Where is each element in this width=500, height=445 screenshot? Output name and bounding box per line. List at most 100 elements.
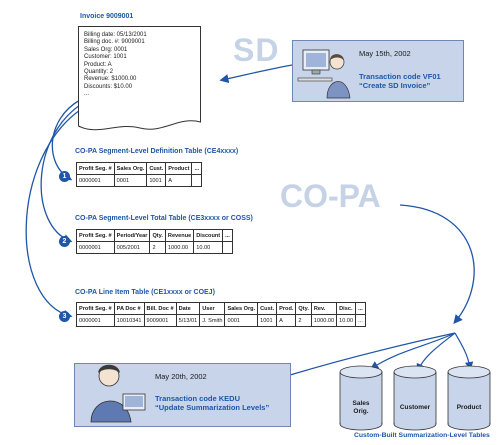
table-cell: 0000001: [76, 174, 115, 187]
table3-title: CO-PA Line Item Table (CE1xxxx or COEJ): [75, 289, 215, 296]
table-row: 0000001 0001 1001 A: [76, 174, 203, 187]
table-row: 0000001 10010341 9009001 5/13/01 J. Smit…: [76, 314, 366, 327]
invoice-line: Discounts: $10.00: [84, 83, 133, 90]
table-header-cell: Qty.: [295, 302, 312, 315]
table-cell: 0001: [224, 314, 259, 327]
table-cell: 1000.00: [164, 241, 195, 254]
customer-cylinder: [393, 365, 437, 431]
table-header-cell: Cust.: [146, 162, 167, 175]
invoice-title: Invoice 9009001: [80, 13, 134, 20]
table-header-cell: Bill. Doc #: [143, 302, 177, 315]
table-cell: 10.00: [336, 314, 357, 327]
kedu-callout-date: May 20th, 2002: [155, 372, 207, 381]
table-header-cell: ...: [191, 162, 203, 175]
table-cell: [222, 241, 233, 254]
table-cell: 1001: [146, 174, 167, 187]
table2-title: CO-PA Segment-Level Total Table (CE3xxxx…: [75, 215, 253, 222]
table-header-cell: Rev.: [310, 302, 338, 315]
invoice-line: Billing doc. #: 9009001: [84, 39, 145, 46]
sd-to-invoice-arrow: [219, 64, 293, 84]
table-header-cell: Profit Seg. #: [76, 162, 115, 175]
table-header-cell: Prod.: [276, 302, 297, 315]
fan-to-sales-arrow: [369, 332, 456, 370]
sd-callout-date: May 15th, 2002: [359, 49, 411, 58]
table-cell: 0000001: [76, 241, 115, 254]
table-cell: J. Smith: [199, 314, 226, 327]
sd-transaction-code: Transaction code VF01: [359, 72, 441, 81]
invoice-line: Customer: 1001: [84, 54, 127, 61]
table-header-cell: Discount: [193, 229, 224, 242]
table-header-cell: Period/Year: [113, 229, 151, 242]
kedu-transaction-name: “Update Summarization Levels”: [155, 403, 270, 412]
table-header-cell: Date: [175, 302, 201, 315]
invoice-line: Quantity: 2: [84, 69, 114, 76]
table3-number-badge: 3: [59, 311, 70, 322]
kedu-transaction-code: Transaction code KEDU: [155, 394, 241, 403]
cylinder-label-line: Customer: [399, 404, 431, 411]
table-header-cell: Revenue: [164, 229, 195, 242]
table-cell: 0001: [113, 174, 148, 187]
table-header-cell: Product: [165, 162, 193, 175]
invoice-line: Product: A: [84, 61, 112, 68]
invoice-to-table3-arrow: [25, 109, 81, 319]
invoice-to-table2-arrow: [40, 104, 81, 243]
product-cylinder-label: Product: [448, 404, 490, 412]
table-cell: 0000001: [76, 314, 115, 327]
sd-transaction-name: “Create SD Invoice”: [359, 81, 431, 90]
fan-to-bottom-callout-line: [289, 332, 456, 376]
product-cylinder: [447, 365, 491, 431]
sd-label: SD: [233, 32, 280, 68]
table-cell: 005/2001: [113, 241, 151, 254]
invoice-paper-shape: [78, 26, 201, 131]
invoice-lines: Billing date: 05/13/2001 Billing doc. #:…: [84, 32, 147, 99]
copa-label: CO-PA: [280, 178, 381, 214]
table1-title: CO-PA Segment-Level Definition Table (CE…: [75, 148, 239, 155]
summarization-caption: Custom-Built Summarization-Level Tables: [354, 432, 490, 439]
table-header-cell: Qty.: [149, 229, 166, 242]
table-header-cell: Profit Seg. #: [76, 229, 115, 242]
invoice-document: Billing date: 05/13/2001 Billing doc. #:…: [78, 26, 201, 132]
table-cell: 5/13/01: [175, 314, 201, 327]
table-cell: A: [276, 314, 297, 327]
table-header-cell: Disc.: [336, 302, 357, 315]
cylinder-label-line: Orig.: [353, 408, 369, 415]
table-cell: [191, 174, 203, 187]
invoice-line: Billing date: 05/13/2001: [84, 32, 147, 38]
segment-definition-table: Profit Seg. # Sales Org. Cust. Product .…: [76, 162, 203, 187]
customer-cylinder-label: Customer: [394, 404, 436, 412]
sd-transaction-callout: May 15th, 2002 Transaction code VF01 “Cr…: [292, 40, 464, 102]
kedu-transaction-callout: May 20th, 2002 Transaction code KEDU “Up…: [74, 363, 291, 427]
sales-org-cylinder: [339, 365, 383, 431]
invoice-line: Revenue: $1000.00: [84, 76, 137, 83]
table1-number-badge: 1: [59, 171, 70, 182]
copa-flow-arrow: [399, 204, 475, 324]
table-cell: 1001: [257, 314, 278, 327]
table-header-row: Profit Seg. # Sales Org. Cust. Product .…: [76, 162, 203, 175]
table-cell: 9009001: [143, 314, 177, 327]
table-cell: ...: [355, 314, 366, 327]
table-header-cell: Cust.: [257, 302, 278, 315]
table-header-cell: Sales Org.: [224, 302, 259, 315]
table-header-cell: PA Doc #: [113, 302, 145, 315]
table-header-cell: Sales Org.: [113, 162, 148, 175]
table-cell: A: [165, 174, 193, 187]
user-at-computer-icon: [297, 49, 351, 99]
table-header-cell: ...: [222, 229, 233, 242]
table-cell: 2: [149, 241, 166, 254]
table-row: 0000001 005/2001 2 1000.00 10.00: [76, 241, 233, 254]
table-header-row: Profit Seg. # Period/Year Qty. Revenue D…: [76, 229, 233, 242]
table-cell: 10.00: [193, 241, 224, 254]
table-header-cell: Profit Seg. #: [76, 302, 115, 315]
table-cell: 2: [295, 314, 312, 327]
invoice-line: ...: [84, 91, 90, 98]
fan-to-product-arrow: [454, 332, 474, 371]
cylinder-label-line: Sales: [352, 400, 370, 407]
line-item-table: Profit Seg. # PA Doc # Bill. Doc # Date …: [76, 302, 366, 327]
invoice-line: Sales Org: 0001: [84, 46, 128, 53]
table-header-cell: ...: [355, 302, 366, 315]
segment-total-table: Profit Seg. # Period/Year Qty. Revenue D…: [76, 229, 233, 254]
cylinder-label-line: Product: [456, 404, 482, 411]
table-header-cell: User: [199, 302, 226, 315]
table-header-row: Profit Seg. # PA Doc # Bill. Doc # Date …: [76, 302, 366, 315]
